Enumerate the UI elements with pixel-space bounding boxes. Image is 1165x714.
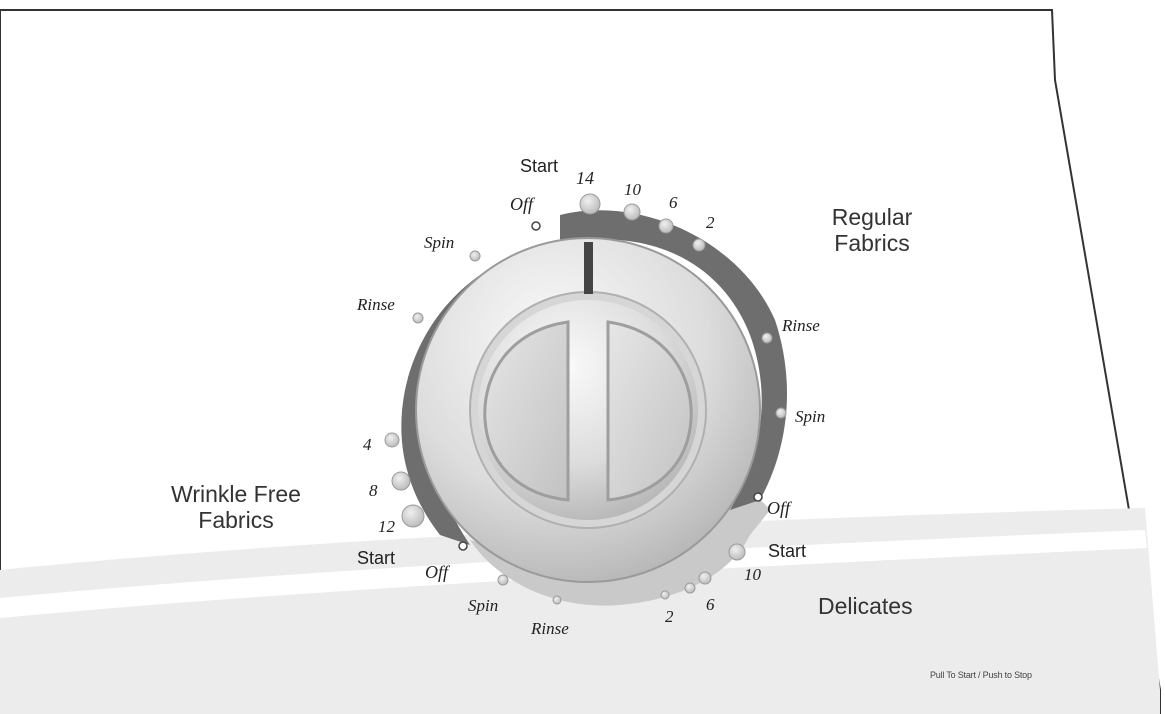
label-top-spin: Spin — [424, 233, 454, 252]
marker-del-6 — [685, 583, 695, 593]
label-top-off: Off — [510, 194, 536, 214]
marker-reg-2 — [693, 239, 705, 251]
marker-reg-6 — [659, 219, 673, 233]
label-bot-rinse: Rinse — [530, 619, 569, 638]
marker-bot-rinse — [553, 596, 561, 604]
label-wf-start: Start — [357, 548, 395, 568]
marker-reg-spin — [776, 408, 786, 418]
section-regular-fabrics: Regular Fabrics — [812, 204, 932, 256]
label-reg-start: Start — [520, 156, 558, 176]
label-bot-off: Off — [425, 562, 451, 582]
marker-top-rinse — [413, 313, 423, 323]
marker-reg-off — [754, 493, 762, 501]
marker-top-off — [532, 222, 540, 230]
label-del-6: 6 — [706, 595, 715, 614]
label-reg-6: 6 — [669, 193, 678, 212]
label-wf-4: 4 — [363, 435, 372, 454]
label-wf-12: 12 — [378, 517, 396, 536]
marker-bot-spin — [498, 575, 508, 585]
section-delicates: Delicates — [818, 593, 968, 619]
section-wrinkle-free-fabrics: Wrinkle Free Fabrics — [136, 481, 336, 533]
label-reg-2: 2 — [706, 213, 715, 232]
label-wf-8: 8 — [369, 481, 378, 500]
marker-wf-8 — [392, 472, 410, 490]
marker-top-spin — [470, 251, 480, 261]
marker-reg-10 — [624, 204, 640, 220]
label-top-rinse: Rinse — [356, 295, 395, 314]
marker-del-start — [729, 544, 745, 560]
label-reg-14: 14 — [576, 168, 594, 188]
marker-reg-14 — [580, 194, 600, 214]
dial-pointer — [584, 242, 593, 294]
label-bot-spin: Spin — [468, 596, 498, 615]
label-del-10: 10 — [744, 565, 762, 584]
marker-bot-off — [459, 542, 467, 550]
label-reg-spin: Spin — [795, 407, 825, 426]
label-reg-rinse: Rinse — [781, 316, 820, 335]
marker-del-2 — [661, 591, 669, 599]
label-del-2: 2 — [665, 607, 674, 626]
marker-reg-rinse — [762, 333, 772, 343]
marker-wf-4 — [385, 433, 399, 447]
label-reg-off: Off — [767, 498, 793, 518]
marker-del-10 — [699, 572, 711, 584]
label-del-start: Start — [768, 541, 806, 561]
marker-wf-12 — [402, 505, 424, 527]
label-reg-10: 10 — [624, 180, 642, 199]
pull-push-note: Pull To Start / Push to Stop — [930, 670, 1032, 680]
